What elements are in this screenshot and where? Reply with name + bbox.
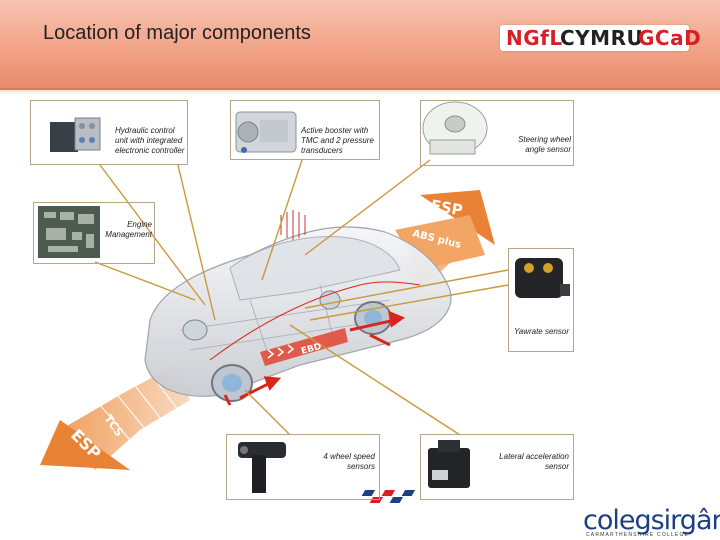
yawrate-sensor-image xyxy=(515,258,570,298)
ngfl-logo-part-c: GCaD xyxy=(638,26,702,50)
ngfl-logo-part-a: NGfL xyxy=(506,26,563,50)
engine-board-image xyxy=(38,206,100,258)
colegsirgar-logo-subtitle: CARMARTHENSHIRE COLLEGE xyxy=(586,532,690,538)
esp-label-top: ESP xyxy=(429,196,464,219)
ngfl-logo: NGfL CYMRU GCaD xyxy=(500,25,701,51)
callout-booster: Active booster with TMC and 2 pressure t… xyxy=(230,100,380,160)
ngfl-logo-part-b: CYMRU xyxy=(560,26,644,50)
wiring xyxy=(209,281,421,361)
booster-image xyxy=(235,111,297,153)
steering-label: Steering wheel angle sensor xyxy=(518,135,571,154)
callout-lateral: Lateral acceleration sensor xyxy=(420,434,574,500)
callout-engine: Engine Management xyxy=(33,202,155,264)
hydraulic-label: Hydraulic control unit with integrated e… xyxy=(115,126,185,155)
wheel-force-arrows xyxy=(223,310,406,406)
yawrate-label: Yawrate sensor xyxy=(514,327,569,336)
front-right-wheel xyxy=(182,319,208,341)
leader-lines xyxy=(94,159,509,436)
engine-label: Engine Management xyxy=(105,220,152,239)
booster-label: Active booster with TMC and 2 pressure t… xyxy=(301,126,374,155)
callout-steering: Steering wheel angle sensor xyxy=(420,100,574,166)
lateral-label: Lateral acceleration sensor xyxy=(499,452,569,471)
wheel-speed-label: 4 wheel speed sensors xyxy=(323,452,375,471)
colegsirgar-logo-text: colegsirgâr xyxy=(583,505,720,536)
lateral-sensor-image xyxy=(428,440,470,488)
signal-antenna xyxy=(280,210,306,240)
ebd-band xyxy=(260,328,348,366)
ebd-chevrons xyxy=(267,344,295,359)
header-shadow xyxy=(0,88,720,94)
callout-yawrate: Yawrate sensor xyxy=(508,248,574,352)
esp-arrowhead-lower xyxy=(40,420,130,470)
steering-sensor-image xyxy=(422,101,488,155)
hydraulic-unit-image xyxy=(42,112,104,158)
wheel-speed-sensor-image xyxy=(238,442,286,493)
callout-wheel-speed: 4 wheel speed sensors xyxy=(226,434,380,500)
rear-right-wheel-hub xyxy=(364,310,382,326)
car-windows xyxy=(229,236,401,301)
front-left-wheel-hub xyxy=(222,374,242,392)
slide-title: Location of major components xyxy=(43,22,311,44)
callout-hydraulic: Hydraulic control unit with integrated e… xyxy=(30,100,188,165)
